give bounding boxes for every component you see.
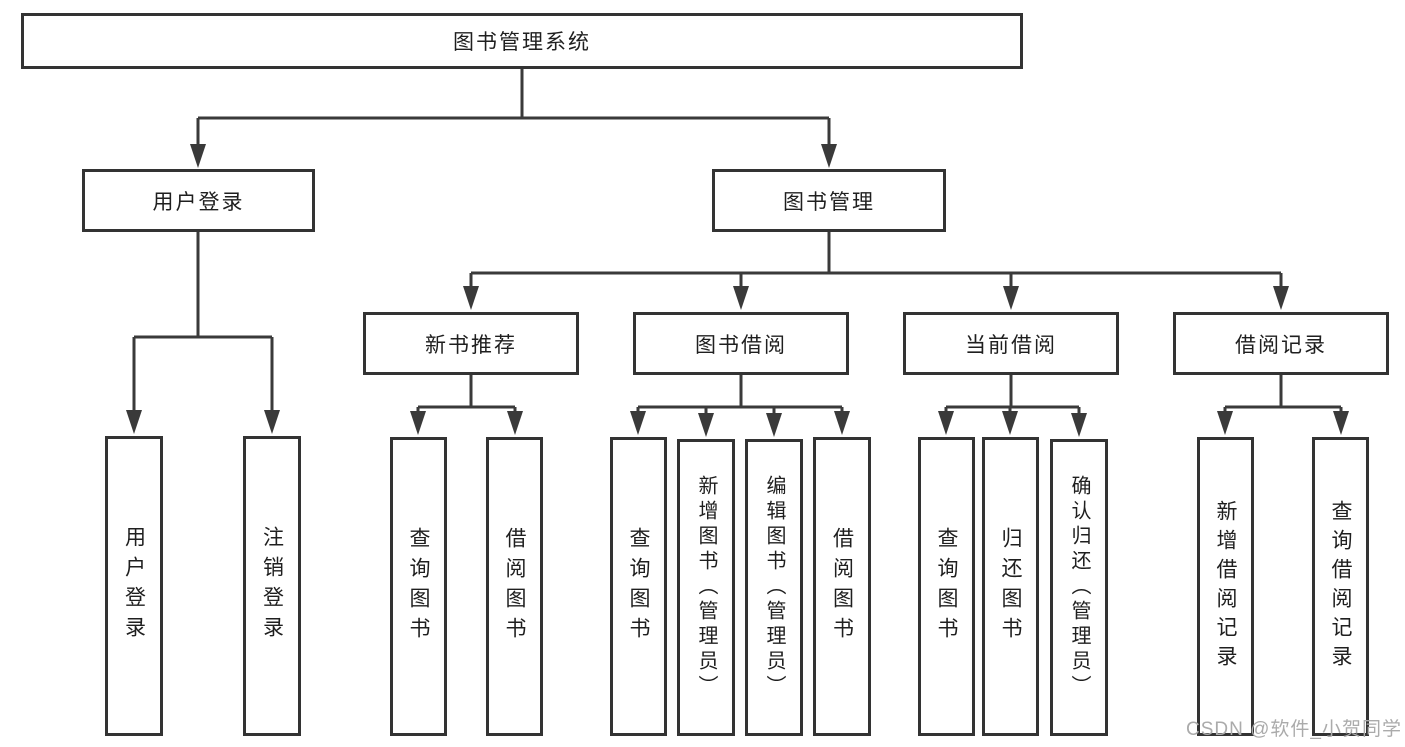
leaf-return-book: 归还图书 (982, 437, 1039, 736)
node-label: 用户登录 (152, 190, 245, 214)
leaf-borrow-book: 借阅图书 (813, 437, 871, 736)
leaf-confirm-return-admin: 确认归还（管理员） (1050, 439, 1108, 736)
node-label: 新书推荐 (425, 333, 517, 357)
node-new-book-recommend: 新书推荐 (363, 312, 579, 375)
node-label: 新增借阅记录 (1214, 499, 1237, 674)
node-label: 借阅记录 (1235, 333, 1327, 357)
node-label: 图书管理系统 (453, 31, 591, 54)
leaf-query-book-borrow: 查询图书 (610, 437, 667, 736)
node-borrow-record: 借阅记录 (1173, 312, 1389, 375)
leaf-add-book-admin: 新增图书（管理员） (677, 439, 735, 736)
leaf-query-book-recommend: 查询图书 (390, 437, 447, 736)
node-label: 查询图书 (407, 526, 430, 647)
edge-root-to-level2 (190, 66, 837, 168)
node-label: 图书管理 (783, 190, 875, 214)
leaf-logout: 注销登录 (243, 436, 301, 736)
node-label: 归还图书 (999, 526, 1022, 647)
node-current-borrow: 当前借阅 (903, 312, 1119, 375)
edge-user-login-to-leaves (126, 230, 280, 434)
node-label: 编辑图书（管理员） (763, 475, 785, 700)
node-root-library-system: 图书管理系统 (21, 13, 1023, 69)
node-label: 用户登录 (122, 526, 146, 646)
node-label: 图书借阅 (695, 333, 787, 357)
leaf-user-login: 用户登录 (105, 436, 163, 736)
csdn-watermark: CSDN @软件_小贺同学 (1186, 719, 1402, 740)
node-label: 确认归还（管理员） (1068, 475, 1090, 700)
node-label: 查询图书 (935, 526, 958, 647)
edge-current-borrow-to-leaves (938, 373, 1087, 437)
leaf-edit-book-admin: 编辑图书（管理员） (745, 439, 803, 736)
node-user-login: 用户登录 (82, 169, 315, 232)
edge-book-mgmt-to-level3 (463, 230, 1289, 310)
node-label: 查询借阅记录 (1329, 499, 1352, 674)
leaf-add-borrow-record: 新增借阅记录 (1197, 437, 1254, 736)
edge-borrow-record-to-leaves (1217, 373, 1349, 435)
node-book-borrow: 图书借阅 (633, 312, 849, 375)
leaf-query-borrow-record: 查询借阅记录 (1312, 437, 1369, 736)
node-label: 查询图书 (627, 526, 650, 647)
node-label: 当前借阅 (965, 333, 1057, 357)
node-label: 注销登录 (260, 526, 284, 646)
node-label: 新增图书（管理员） (695, 475, 717, 700)
node-label: 借阅图书 (830, 526, 854, 647)
edge-new-book-to-leaves (410, 373, 523, 435)
edge-book-borrow-to-leaves (630, 373, 850, 437)
node-book-management: 图书管理 (712, 169, 946, 232)
leaf-query-book-current: 查询图书 (918, 437, 975, 736)
node-label: 借阅图书 (503, 526, 526, 647)
leaf-borrow-book-recommend: 借阅图书 (486, 437, 543, 736)
